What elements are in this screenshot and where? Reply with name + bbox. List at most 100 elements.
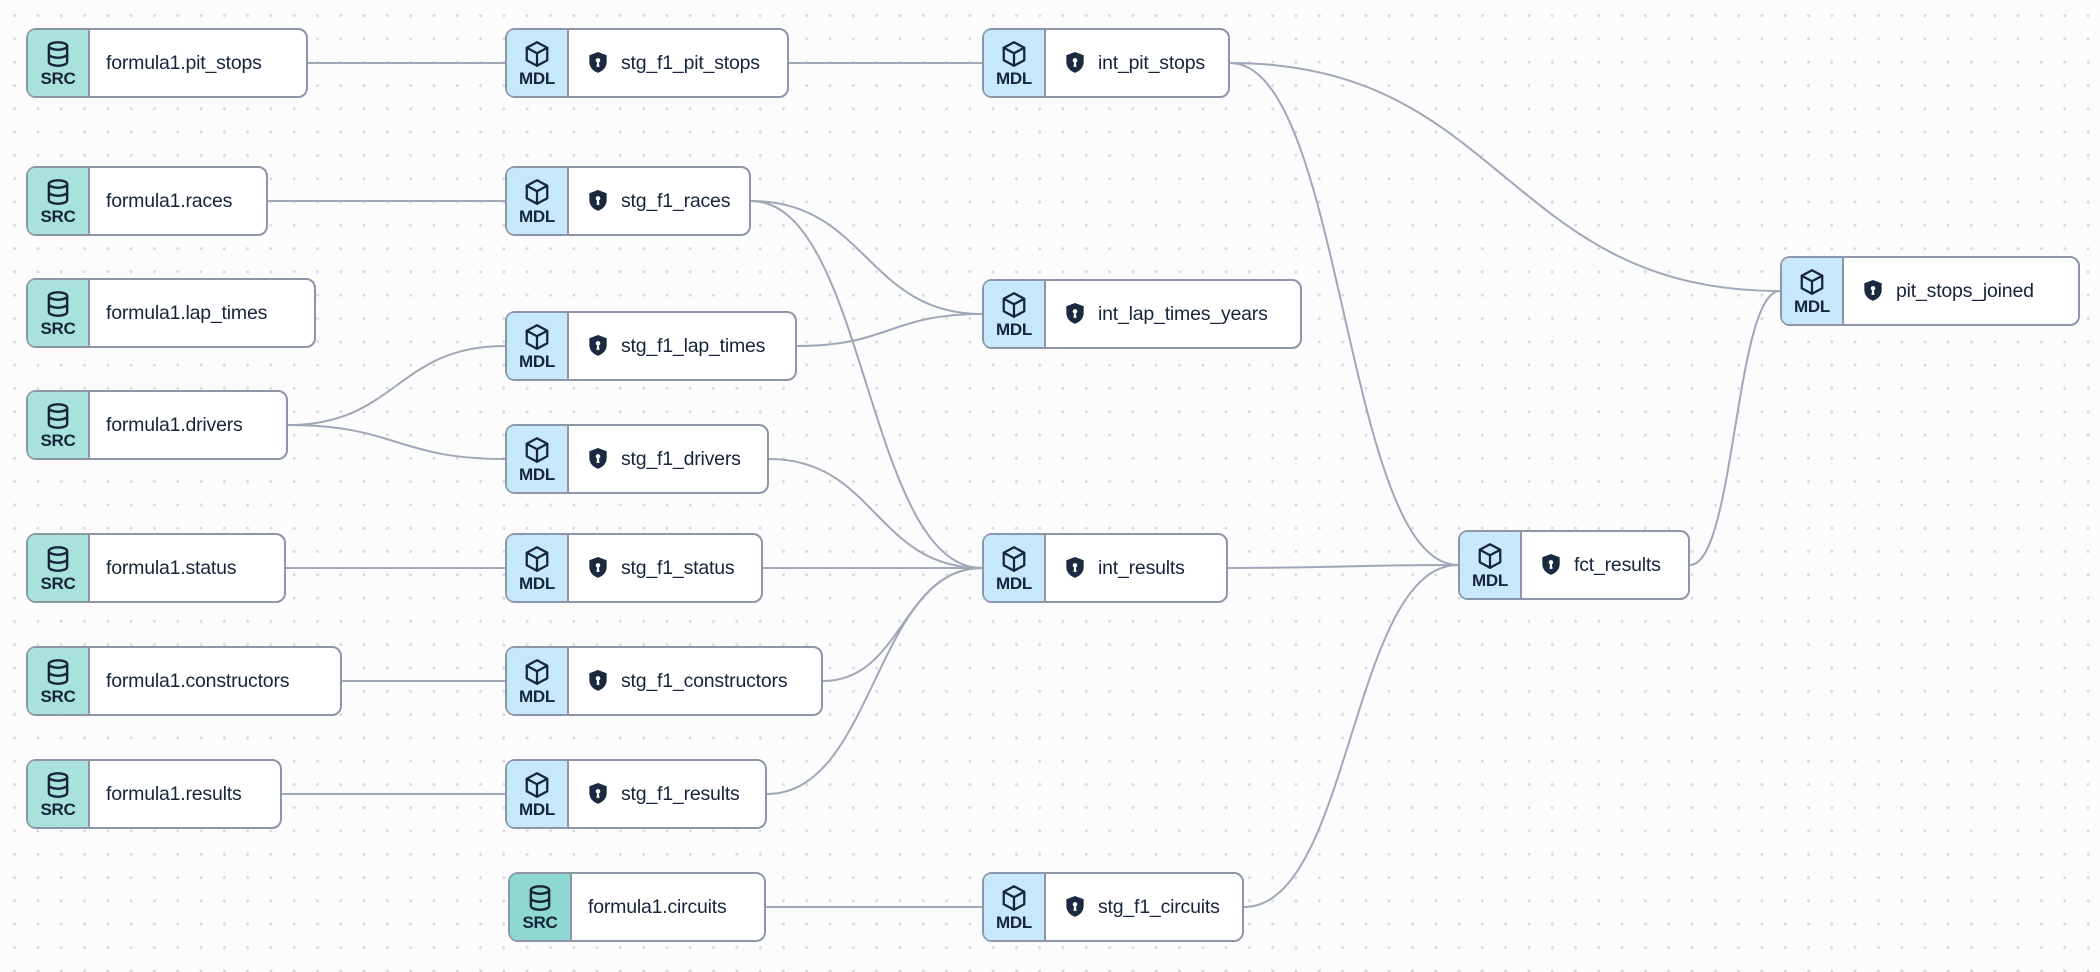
node-label: stg_f1_results — [621, 782, 740, 805]
node-stg-f1-pit-stops[interactable]: MDL stg_f1_pit_stops — [505, 28, 789, 98]
edge-stg-f1-races--int-results — [750, 200, 983, 569]
node-name: formula1.constructors — [90, 648, 340, 714]
node-name: fct_results — [1522, 532, 1688, 598]
shield-keyhole-icon — [589, 190, 607, 211]
node-label: pit_stops_joined — [1896, 279, 2034, 302]
badge-label: MDL — [996, 573, 1032, 593]
badge-label: SRC — [40, 318, 76, 338]
badge-label: MDL — [996, 68, 1032, 88]
model-badge: MDL — [984, 30, 1046, 96]
shield-keyhole-icon — [1066, 557, 1084, 578]
model-badge: MDL — [984, 281, 1046, 347]
shield-keyhole-icon — [589, 335, 607, 356]
model-badge: MDL — [507, 168, 569, 234]
badge-label: SRC — [40, 430, 76, 450]
badge-label: SRC — [40, 206, 76, 226]
node-label: formula1.status — [106, 556, 237, 579]
node-pit-stops-joined[interactable]: MDL pit_stops_joined — [1780, 256, 2080, 326]
node-label: stg_f1_status — [621, 556, 735, 579]
node-label: int_pit_stops — [1098, 51, 1205, 74]
node-formula1-circuits[interactable]: SRC formula1.circuits — [508, 872, 766, 942]
source-badge: SRC — [28, 535, 90, 601]
node-stg-f1-races[interactable]: MDL stg_f1_races — [505, 166, 751, 236]
node-label: formula1.pit_stops — [106, 51, 262, 74]
node-name: stg_f1_results — [569, 761, 765, 827]
node-formula1-lap-times[interactable]: SRC formula1.lap_times — [26, 278, 316, 348]
cube-icon — [1800, 268, 1824, 295]
node-name: pit_stops_joined — [1844, 258, 2078, 324]
badge-label: MDL — [1472, 570, 1508, 590]
node-stg-f1-circuits[interactable]: MDL stg_f1_circuits — [982, 872, 1244, 942]
model-badge: MDL — [984, 535, 1046, 601]
node-label: formula1.constructors — [106, 669, 290, 692]
database-icon — [47, 40, 69, 67]
database-icon — [47, 402, 69, 429]
shield-keyhole-icon — [589, 670, 607, 691]
node-label: stg_f1_pit_stops — [621, 51, 760, 74]
badge-label: MDL — [1794, 296, 1830, 316]
node-formula1-races[interactable]: SRC formula1.races — [26, 166, 268, 236]
model-badge: MDL — [507, 426, 569, 492]
shield-keyhole-icon — [1066, 896, 1084, 917]
edge-int-pit-stops--fct-results — [1229, 62, 1459, 566]
badge-label: MDL — [519, 686, 555, 706]
node-label: formula1.lap_times — [106, 301, 268, 324]
badge-label: MDL — [519, 68, 555, 88]
database-icon — [47, 178, 69, 205]
node-label: fct_results — [1574, 553, 1661, 576]
badge-label: SRC — [40, 799, 76, 819]
source-badge: SRC — [28, 761, 90, 827]
node-formula1-results[interactable]: SRC formula1.results — [26, 759, 282, 829]
node-label: formula1.drivers — [106, 413, 243, 436]
node-name: formula1.results — [90, 761, 280, 827]
node-int-lap-times-years[interactable]: MDL int_lap_times_years — [982, 279, 1302, 349]
shield-keyhole-icon — [1542, 554, 1560, 575]
node-formula1-drivers[interactable]: SRC formula1.drivers — [26, 390, 288, 460]
node-name: formula1.drivers — [90, 392, 286, 458]
node-name: stg_f1_constructors — [569, 648, 821, 714]
cube-icon — [525, 771, 549, 798]
database-icon — [47, 771, 69, 798]
source-badge: SRC — [28, 648, 90, 714]
node-label: stg_f1_races — [621, 189, 731, 212]
shield-keyhole-icon — [1066, 303, 1084, 324]
node-name: int_lap_times_years — [1046, 281, 1300, 347]
cube-icon — [525, 436, 549, 463]
badge-label: SRC — [40, 68, 76, 88]
node-name: formula1.pit_stops — [90, 30, 306, 96]
node-formula1-constructors[interactable]: SRC formula1.constructors — [26, 646, 342, 716]
edge-formula1-drivers--stg-f1-lap-times — [287, 345, 506, 426]
node-fct-results[interactable]: MDL fct_results — [1458, 530, 1690, 600]
node-stg-f1-constructors[interactable]: MDL stg_f1_constructors — [505, 646, 823, 716]
node-name: stg_f1_pit_stops — [569, 30, 787, 96]
source-badge: SRC — [510, 874, 572, 940]
node-name: stg_f1_status — [569, 535, 761, 601]
cube-icon — [525, 658, 549, 685]
badge-label: SRC — [522, 912, 558, 932]
badge-label: MDL — [996, 319, 1032, 339]
node-label: formula1.races — [106, 189, 233, 212]
edge-stg-f1-results--int-results — [766, 567, 983, 795]
cube-icon — [1478, 542, 1502, 569]
edge-int-pit-stops--pit-stops-joined — [1229, 62, 1781, 292]
model-badge: MDL — [984, 874, 1046, 940]
node-int-pit-stops[interactable]: MDL int_pit_stops — [982, 28, 1230, 98]
node-name: formula1.lap_times — [90, 280, 314, 346]
shield-keyhole-icon — [589, 448, 607, 469]
node-name: formula1.status — [90, 535, 284, 601]
node-formula1-status[interactable]: SRC formula1.status — [26, 533, 286, 603]
source-badge: SRC — [28, 168, 90, 234]
model-badge: MDL — [507, 648, 569, 714]
node-formula1-pit-stops[interactable]: SRC formula1.pit_stops — [26, 28, 308, 98]
shield-keyhole-icon — [589, 52, 607, 73]
node-label: stg_f1_circuits — [1098, 895, 1220, 918]
node-name: int_pit_stops — [1046, 30, 1228, 96]
node-label: formula1.circuits — [588, 895, 727, 918]
badge-label: SRC — [40, 686, 76, 706]
